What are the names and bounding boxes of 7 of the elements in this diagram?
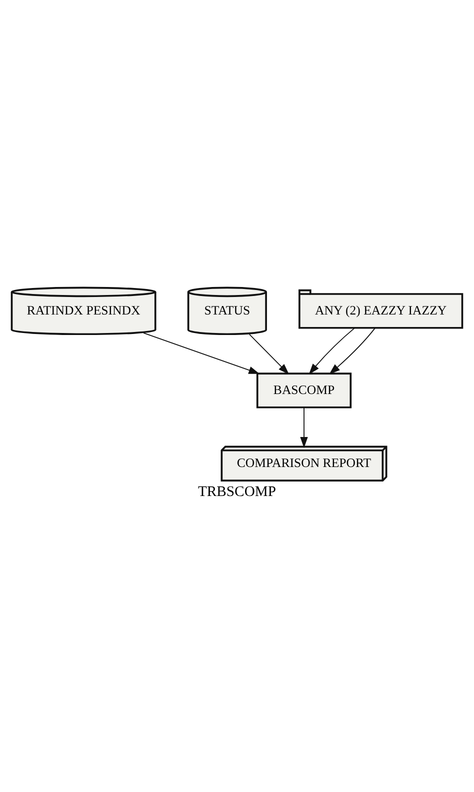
node-box: BASCOMP (256, 372, 352, 408)
arrow (248, 334, 290, 375)
arrow (308, 327, 356, 375)
arrow (300, 407, 308, 448)
arrow (329, 327, 376, 374)
arrow (143, 332, 260, 374)
diagram-title: TRBSCOMP (198, 484, 276, 500)
